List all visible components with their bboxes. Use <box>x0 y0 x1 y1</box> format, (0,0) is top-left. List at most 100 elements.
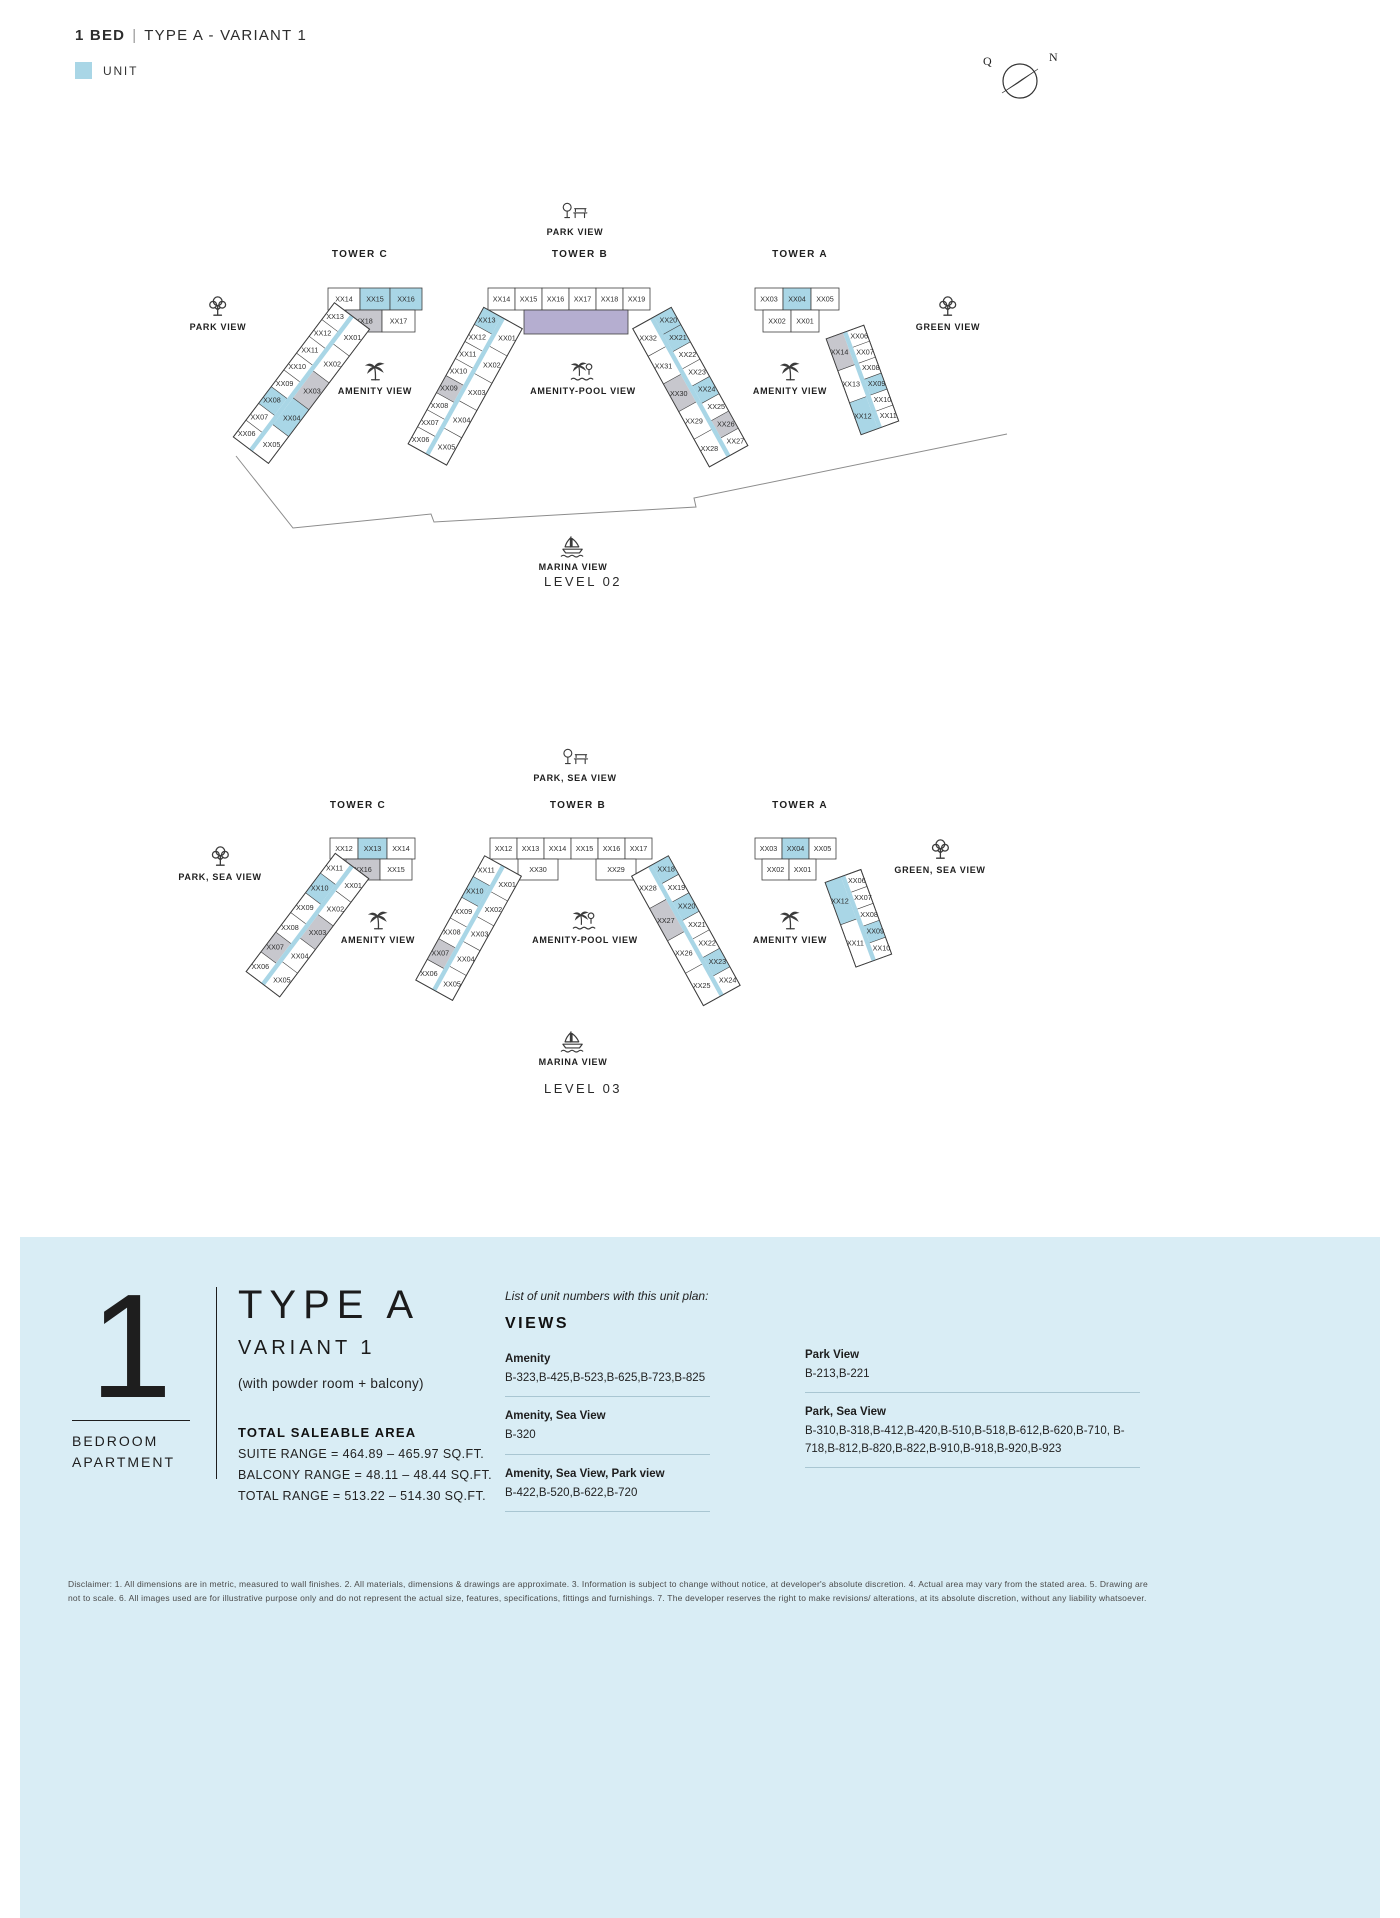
unit-number: XX26 <box>675 948 693 957</box>
unit-number: XX07 <box>856 347 874 356</box>
vertical-divider <box>216 1287 217 1479</box>
tower-label-a-l2: TOWER A <box>772 249 828 260</box>
unit-number: XX05 <box>814 844 832 853</box>
views-intro: List of unit numbers with this unit plan… <box>505 1289 709 1303</box>
caption-line-2: APARTMENT <box>72 1454 176 1471</box>
unit-cell <box>762 309 792 333</box>
tower-wing <box>407 306 523 466</box>
unit-swatch <box>75 62 92 79</box>
unit-number: XX14 <box>549 844 567 853</box>
unit-number: XX26 <box>717 419 735 428</box>
view-label: MARINA VIEW <box>538 1057 608 1067</box>
unit-number: XX08 <box>860 910 878 919</box>
unit-number: XX11 <box>478 866 495 875</box>
area-title: TOTAL SALEABLE AREA <box>238 1425 417 1440</box>
unit-number: XX09 <box>868 379 886 388</box>
unit-number: XX03 <box>760 295 778 304</box>
unit-number: XX19 <box>668 883 686 892</box>
view-group-label: Park, Sea View <box>805 1406 886 1419</box>
bedroom-count-block: 1 BEDROOM APARTMENT <box>72 1272 190 1473</box>
unit-cell <box>754 287 784 311</box>
views-column-right: Park View B-213,B-221 Park, Sea View B-3… <box>805 1349 1140 1481</box>
view-label: MARINA VIEW <box>538 562 608 572</box>
unit-number: XX30 <box>529 865 547 874</box>
unit-cell <box>595 287 624 311</box>
unit-number: XX10 <box>873 944 891 953</box>
view-amenity-left-l3: AMENITY VIEW <box>341 906 415 945</box>
site-boundary <box>235 433 1008 529</box>
park-icon <box>560 744 590 770</box>
unit-cell <box>489 837 518 860</box>
unit-cell <box>357 837 388 860</box>
view-top-l3: PARK, SEA VIEW <box>533 744 616 783</box>
unit-cell <box>808 837 837 860</box>
tower-wing <box>415 855 522 1001</box>
view-group-units: B-213,B-221 <box>805 1368 870 1380</box>
tower-wing <box>824 868 893 968</box>
view-group-amenity-sea-park: Amenity, Sea View, Park view B-422,B-520… <box>505 1468 710 1512</box>
unit-number: XX21 <box>688 920 706 929</box>
tree-icon <box>205 843 235 869</box>
unit-number: XX09 <box>454 907 472 916</box>
unit-number: XX31 <box>655 361 673 370</box>
unit-number: XX10 <box>450 367 468 376</box>
unit-number: XX11 <box>880 411 897 420</box>
unit-number: XX08 <box>263 396 281 405</box>
unit-cell <box>790 309 820 333</box>
unit-number: XX04 <box>453 415 471 424</box>
unit-number: XX15 <box>520 295 538 304</box>
views-column-left: List of unit numbers with this unit plan… <box>505 1289 710 1525</box>
unit-number: XX08 <box>443 928 461 937</box>
view-label: GREEN VIEW <box>915 322 981 332</box>
unit-number: XX23 <box>709 957 727 966</box>
unit-number: XX25 <box>693 981 711 990</box>
unit-cell <box>329 837 359 860</box>
unit-cell <box>622 287 651 311</box>
compass-rose: Q N <box>965 46 1075 108</box>
view-amenity-center-l2: AMENITY-POOL VIEW <box>530 357 636 396</box>
tree-icon <box>203 293 233 319</box>
unit-number: XX20 <box>660 316 678 325</box>
disclaimer-text: Disclaimer: 1. All dimensions are in met… <box>68 1579 1148 1604</box>
park-icon <box>560 198 590 224</box>
unit-number: XX15 <box>366 295 384 304</box>
tower-label-b-l3: TOWER B <box>549 800 607 811</box>
unit-number: XX03 <box>309 928 327 937</box>
unit-number: XX16 <box>603 844 621 853</box>
view-label: AMENITY VIEW <box>752 386 828 396</box>
compass-north-label: N <box>1049 50 1058 64</box>
unit-number: XX27 <box>727 437 745 446</box>
unit-number: XX02 <box>767 865 785 874</box>
view-label: AMENITY VIEW <box>337 386 413 396</box>
unit-number: XX20 <box>678 902 696 911</box>
view-amenity-right-l2: AMENITY VIEW <box>753 357 827 396</box>
variant-title: VARIANT 1 <box>238 1337 376 1359</box>
unit-number: XX06 <box>420 969 438 978</box>
unit-number: XX28 <box>701 444 719 453</box>
palm-icon <box>775 906 805 932</box>
unit-number: XX04 <box>788 295 806 304</box>
unit-cell <box>514 287 543 311</box>
unit-number: XX10 <box>874 395 892 404</box>
view-label: AMENITY-POOL VIEW <box>532 935 638 945</box>
info-panel: 1 BEDROOM APARTMENT TYPE A VARIANT 1 (wi… <box>20 1237 1380 1918</box>
unit-number: XX08 <box>862 363 880 372</box>
bedroom-count: 1 <box>72 1272 190 1422</box>
total-range: TOTAL RANGE = 513.22 – 514.30 SQ.FT. <box>238 1489 486 1503</box>
unit-cell <box>754 837 783 860</box>
view-top-l2: PARK VIEW <box>547 198 604 237</box>
view-group-park: Park View B-213,B-221 <box>805 1349 1140 1394</box>
unit-legend-label: UNIT <box>103 63 139 78</box>
unit-number: XX24 <box>698 385 716 394</box>
unit-number: XX12 <box>495 844 513 853</box>
unit-number: XX07 <box>421 418 439 427</box>
unit-number: XX30 <box>670 389 688 398</box>
unit-number: XX13 <box>842 379 860 388</box>
palm-icon <box>360 357 390 383</box>
unit-legend: UNIT <box>75 62 138 79</box>
unit-number: XX01 <box>498 880 516 889</box>
view-label: AMENITY-POOL VIEW <box>530 386 636 396</box>
view-group-units: B-320 <box>505 1429 536 1442</box>
